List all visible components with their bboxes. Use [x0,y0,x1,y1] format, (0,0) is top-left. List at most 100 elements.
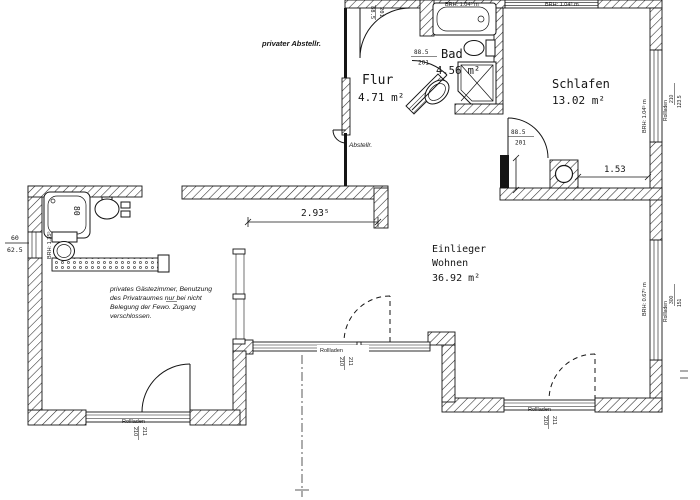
door-w: 88.5 [511,129,526,136]
wall-segment [419,0,435,37]
rollladen-wohnen-right: Rollladen 300 151 [663,284,683,322]
wall-segment [649,7,663,51]
door-storage-closet [332,129,347,144]
brh-bad-top: BRH: 1.04⁵ m [445,1,479,8]
rollladen-wohnen-bottom: Rollladen 210 211 [317,345,369,370]
door-bad [411,60,448,111]
rollladen-h: 151 [677,298,683,307]
room-name-wohnen-2: Wohnen [432,258,468,269]
door-size-bad: 88.5 201 [411,49,437,67]
window-wohnen-right [649,239,663,361]
door-schlafen [507,117,549,159]
rollladen-h: 123.5 [677,95,683,108]
room-area-schlafen: 13.02 m² [552,94,605,107]
window-schlafen-top [504,0,599,9]
rollladen-label: Rollladen [663,301,669,322]
door-flur-top [359,7,411,59]
brh-schlafen-right: BRH: 1.04⁵ m [641,99,648,133]
door-size-flur-top: 88.5 201 [369,5,384,20]
window-guest-left [27,231,43,259]
washbasin-guest [94,196,131,220]
label-storage-door: Abstellr. [348,142,372,149]
door-w: 88.5 [369,6,375,19]
wall-segment [500,155,509,188]
rollladen-label: Rollladen [528,407,551,413]
note-line-3: Belegung der Fewo. Zugang [110,304,196,311]
door-h: 201 [378,7,384,17]
rollladen-label: Rollladen [122,419,145,425]
door-h: 201 [418,60,429,67]
rollladen-h: 211 [551,416,557,425]
brh-wohnen-right: BRH: 0.67⁵ m [641,282,648,316]
door-guest-room [141,363,191,413]
wall-segment [373,187,389,229]
room-area-bad: 4.56 m² [436,65,480,77]
room-area-wohnen: 36.92 m² [432,273,480,284]
dimension-wohnen-opening [244,217,382,227]
wall-segment [341,77,351,136]
wall-segment [344,8,347,78]
boundary-line [295,355,688,497]
wall-segment [499,187,663,201]
note-line-1: privates Gästezimmer, Benutzung [109,286,212,293]
rollladen-w: 300 [669,295,675,304]
exterior-walls [27,0,663,426]
wohnen-partition [232,248,246,345]
dim-guest-window-w: 60 [11,234,19,242]
wall-segment [27,409,87,426]
window-guest-bottom [85,411,191,423]
rollladen-alcove-bottom: Rollladen 210 211 [528,407,557,429]
wall-segment [181,185,389,200]
french-door-wohnen-bottom [343,295,391,343]
wall-segment [454,103,504,115]
guest-partition-wall [51,254,170,273]
washbasin-bad [424,79,450,105]
room-labels: Flur 4.71 m² Bad 4.56 m² Schlafen 13.02 … [261,39,610,284]
door-h: 201 [515,140,526,147]
chimney-block [549,159,579,189]
rollladen-h: 211 [141,427,147,436]
rollladen-w: 210 [338,357,344,366]
wall-segment [594,397,663,413]
wall-segment [597,0,663,9]
room-name-flur: Flur [362,73,393,88]
door-w: 88.5 [414,49,429,56]
french-door-alcove [548,353,596,401]
toilet-bad [463,39,496,57]
dimension-labels: 2.93⁵ 1.53 67⁵ 80 60 62.5 [7,165,626,254]
door-size-schlafen: 88.5 201 [508,129,534,147]
note-block: privates Gästezimmer, Benutzung des Priv… [109,286,212,320]
door-size-labels: 88.5 201 88.5 201 88.5 201 [369,5,534,147]
dim-guest-window-h: 62.5 [7,246,23,254]
wall-segment [189,409,241,426]
rollladen-label: Rollladen [320,348,343,354]
rollladen-label: Rollladen [663,100,669,121]
rollladen-schlafen-right: Rollladen 210 123.5 [663,83,683,121]
room-name-wohnen-1: Einlieger [432,244,486,255]
room-name-schlafen: Schlafen [552,77,610,91]
shower-bad [457,61,497,105]
rollladen-guest-bottom: Rollladen 210 211 [122,419,147,440]
window-schlafen-right [649,49,663,143]
window-labels: BRH: 1.04⁵ m BRH: 1.04⁵ m BRH: 1.04⁵ m R… [46,1,683,440]
dim-shower-size: 80 [72,206,81,216]
dim-wall-stub: 67⁵ [500,175,509,189]
toilet-guest [51,231,78,261]
brh-schlafen-top: BRH: 1.04⁵ m [545,1,579,8]
wall-segment [344,133,347,186]
rollladen-w: 210 [132,427,138,436]
note-line-2: des Privatraumes nur bei nicht [110,295,203,302]
room-name-bad: Bad [441,47,463,61]
shower-guest [43,191,91,239]
brh-guest-left: BRH: 1.35⁵ [46,231,53,259]
bathtub [432,2,497,36]
room-area-flur: 4.71 m² [358,91,404,104]
label-private-storage: privater Abstellr. [261,39,321,48]
dim-wohnen-opening: 2.93⁵ [301,208,330,219]
rollladen-w: 210 [669,94,675,103]
wall-segment [427,331,456,346]
dim-chimney-offset: 1.53 [604,165,626,175]
rollladen-h: 211 [347,357,353,366]
